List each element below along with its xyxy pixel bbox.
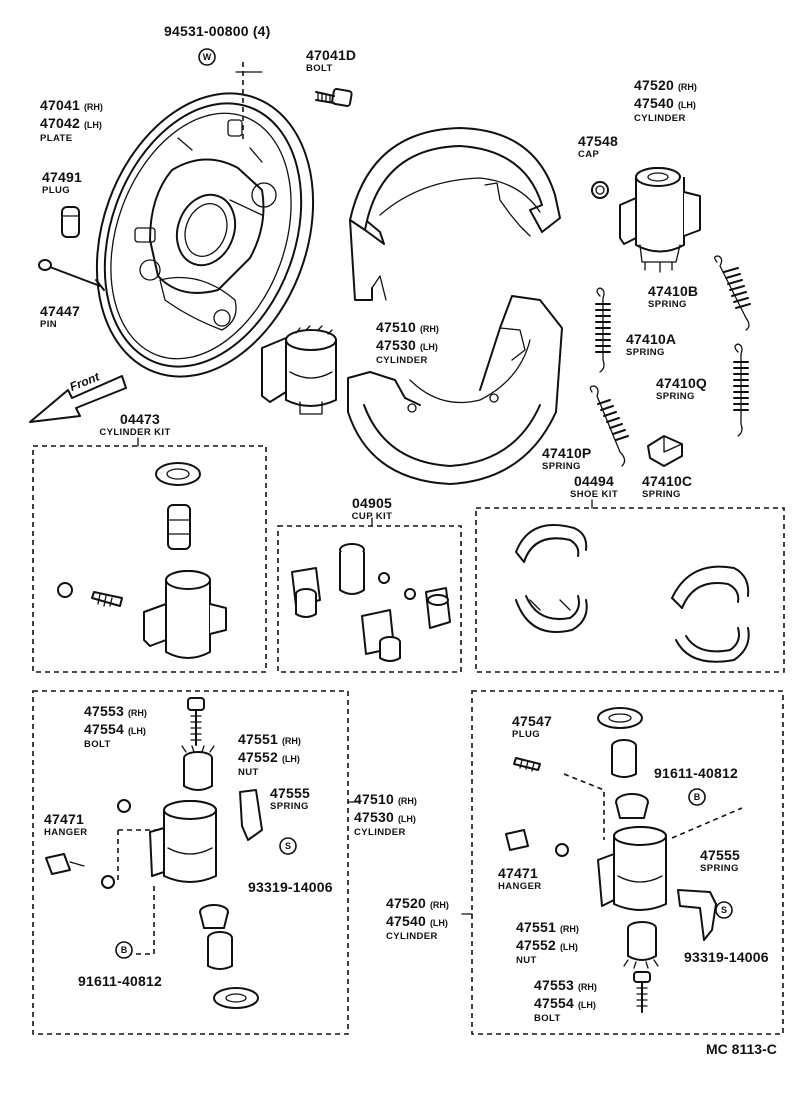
label-cylinder-47510-left: 47510(RH) 47530(LH) CYLINDER <box>354 791 417 838</box>
label-cylinder-47520-right: 47520(RH) 47540(LH) CYLINDER <box>386 895 449 942</box>
label-cylinder-47510: 47510(RH) 47530(LH) CYLINDER <box>376 319 439 366</box>
svg-text:W: W <box>203 52 212 62</box>
marker-s-right: S <box>715 901 733 919</box>
label-cup-kit: 04905 CUP KIT <box>351 495 393 522</box>
pin-47447-drawing <box>38 259 105 291</box>
cylinder-47510-drawing <box>261 325 337 415</box>
cup-kit-parts-drawing <box>291 543 451 662</box>
bolt-marker-b-right: B <box>688 788 706 806</box>
svg-text:B: B <box>121 945 128 955</box>
plug-47491-drawing <box>61 206 80 238</box>
bolt-marker-w: W <box>198 48 216 66</box>
front-arrow <box>29 375 127 423</box>
label-cylinder-kit: 04473 CYLINDER KIT <box>99 411 171 438</box>
exploded-left-parts-drawing <box>45 697 263 1009</box>
spring-47410b-drawing <box>714 255 751 331</box>
label-47041d: 47041D BOLT <box>306 47 357 74</box>
label-47410a: 47410A SPRING <box>626 331 677 358</box>
cylinder-kit-parts-drawing <box>57 462 227 659</box>
label-93319-14006-right: 93319-14006 <box>684 949 769 965</box>
label-47410b: 47410B SPRING <box>648 283 699 310</box>
bolt-47041d-drawing <box>315 88 353 107</box>
label-91611-40812-left: 91611-40812 <box>78 973 162 989</box>
diagram-code: MC 8113-C <box>706 1041 777 1057</box>
label-94531-00800: 94531-00800 (4) <box>164 23 271 39</box>
label-47548: 47548 CAP <box>578 133 618 160</box>
label-shoe-kit: 04494 SHOE KIT <box>569 473 619 500</box>
spring-47410a-drawing <box>595 287 611 373</box>
backing-plate-drawing <box>95 62 315 378</box>
spring-47410c-drawing <box>647 435 683 467</box>
spring-47410p-drawing <box>589 385 629 467</box>
label-hanger-47471-right: 47471 HANGER <box>498 865 542 892</box>
label-47410p: 47410P SPRING <box>542 445 592 472</box>
label-47410c: 47410C SPRING <box>642 473 693 500</box>
label-nut-47551-left: 47551(RH) 47552(LH) NUT <box>238 731 301 778</box>
svg-text:S: S <box>721 905 727 915</box>
label-bolt-47553-right: 47553(RH) 47554(LH) BOLT <box>534 977 597 1024</box>
svg-text:S: S <box>285 841 291 851</box>
exploded-view-right-box <box>471 690 784 1035</box>
label-47447: 47447 PIN <box>40 303 80 330</box>
cylinder-kit-box <box>32 445 267 673</box>
upper-brake-shoe-drawing <box>349 127 561 301</box>
label-93319-14006-left: 93319-14006 <box>248 879 333 895</box>
svg-text:B: B <box>694 792 701 802</box>
label-spring-47555-left: 47555 SPRING <box>270 785 310 812</box>
label-bolt-47553-left: 47553(RH) 47554(LH) BOLT <box>84 703 147 750</box>
label-nut-47551-right: 47551(RH) 47552(LH) NUT <box>516 919 579 966</box>
shoe-kit-box <box>475 507 785 673</box>
spring-47410q-drawing <box>733 343 749 437</box>
bolt-marker-b-left: B <box>115 941 133 959</box>
label-91611-40812-right: 91611-40812 <box>654 765 738 781</box>
lower-brake-shoe-drawing <box>347 295 563 485</box>
label-plate: 47041(RH) 47042(LH) PLATE <box>40 97 103 144</box>
label-spring-47555-right: 47555 SPRING <box>700 847 740 874</box>
shoe-kit-parts-drawing <box>515 524 750 663</box>
label-47491: 47491 PLUG <box>42 169 82 196</box>
cup-kit-box <box>277 525 462 673</box>
cap-47548-drawing <box>591 181 609 199</box>
label-plug-47547: 47547 PLUG <box>512 713 552 740</box>
exploded-right-parts-drawing <box>505 707 743 1013</box>
marker-s-left: S <box>279 837 297 855</box>
label-hanger-47471-left: 47471 HANGER <box>44 811 88 838</box>
label-cylinder-47520: 47520(RH) 47540(LH) CYLINDER <box>634 77 697 124</box>
label-47410q: 47410Q SPRING <box>656 375 708 402</box>
exploded-view-left-box <box>32 690 349 1035</box>
cylinder-47520-drawing <box>619 167 701 273</box>
